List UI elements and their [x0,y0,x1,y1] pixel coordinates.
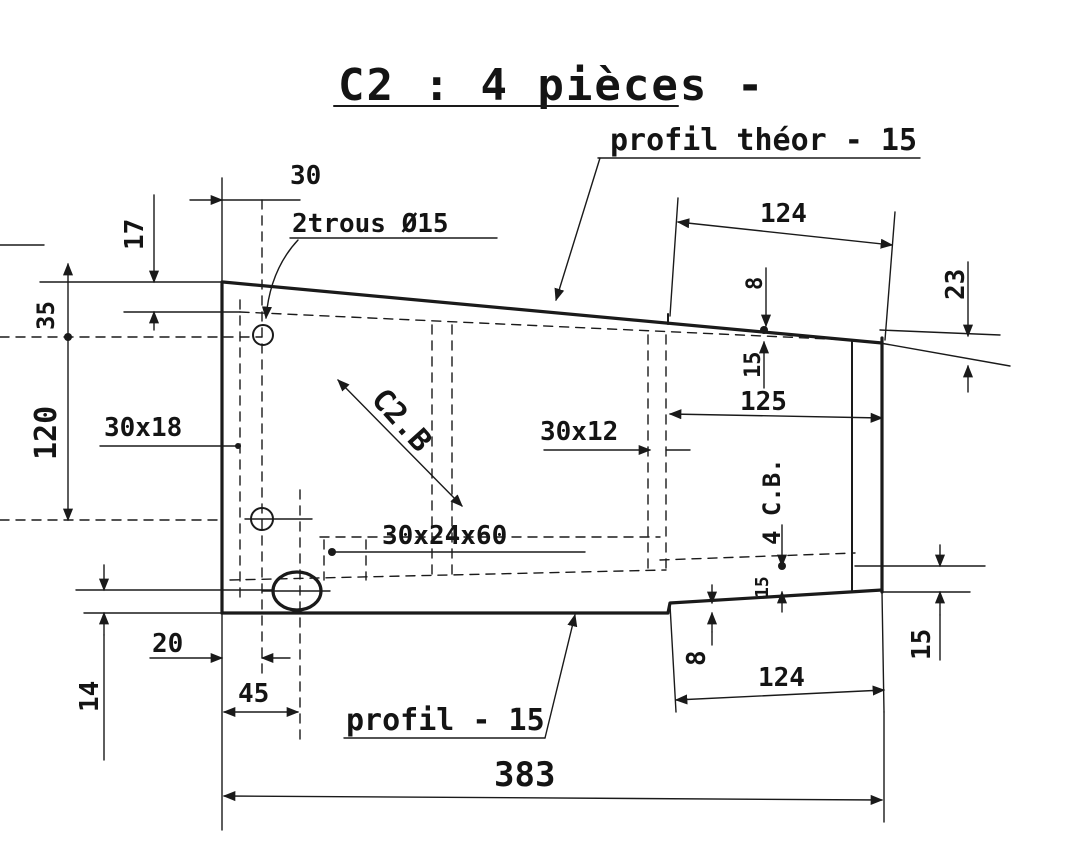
dim-124-top-line [676,218,894,249]
dim-125-line [668,409,884,423]
dim-8-top-label: 8 [743,277,768,290]
member-label-30x12: 30x12 [540,417,618,447]
profile-top-leader [554,157,601,302]
dim-extension [879,329,1001,336]
profile-bottom-leader [544,613,578,739]
dim-15-a-label: 15 [741,352,766,379]
dim-extension [884,211,896,341]
hidden-line [659,552,856,561]
dim-124-top-label: 124 [760,199,807,229]
dim-23-label: 23 [941,269,971,300]
dim-20-label: 20 [152,629,183,659]
profile-bottom-label: profil - 15 [346,703,545,738]
leader-dot [760,326,768,334]
dim-14-label: 14 [75,681,105,712]
dim-15-b-label: 15 [752,576,773,598]
dim-extension [669,604,677,713]
member-label-30x18: 30x18 [104,413,182,443]
leader-dot [235,443,241,449]
dim-45-label: 45 [238,679,269,709]
drawing-title: C2 : 4 pièces - [338,60,765,111]
part-top-edge [221,280,884,345]
dim-extension [881,591,885,713]
dim-125-label: 125 [740,387,787,417]
part-bottom-edge [220,588,884,615]
dim-30-label: 30 [290,161,321,191]
leader-dot [778,562,786,570]
part-cb-label: C2.B [364,382,438,459]
hole-circle [252,324,274,346]
dim-124-bottom-line [674,685,886,705]
dim-8-bottom-label: 8 [682,650,712,666]
dim-extension [879,342,1011,367]
profile-top-label: profil théor - 15 [610,123,917,158]
leader-dot [328,548,336,556]
member-label-30x24x60: 30x24x60 [382,521,507,551]
dim-124-bottom-label: 124 [758,663,805,693]
holes-label: 2trous Ø15 [292,209,449,239]
part-cb-arrow [337,379,463,507]
dim-extension [669,197,679,317]
dim-17-label: 17 [120,219,150,250]
hidden-line [229,569,667,581]
dim-15-right-label: 15 [907,629,937,660]
dim-383-label: 383 [494,755,555,795]
hidden-line [239,311,851,341]
dim-35-label: 35 [32,301,60,330]
dim-383-line [222,791,884,805]
dim-120-label: 120 [29,406,64,460]
holes-leader [261,239,299,320]
